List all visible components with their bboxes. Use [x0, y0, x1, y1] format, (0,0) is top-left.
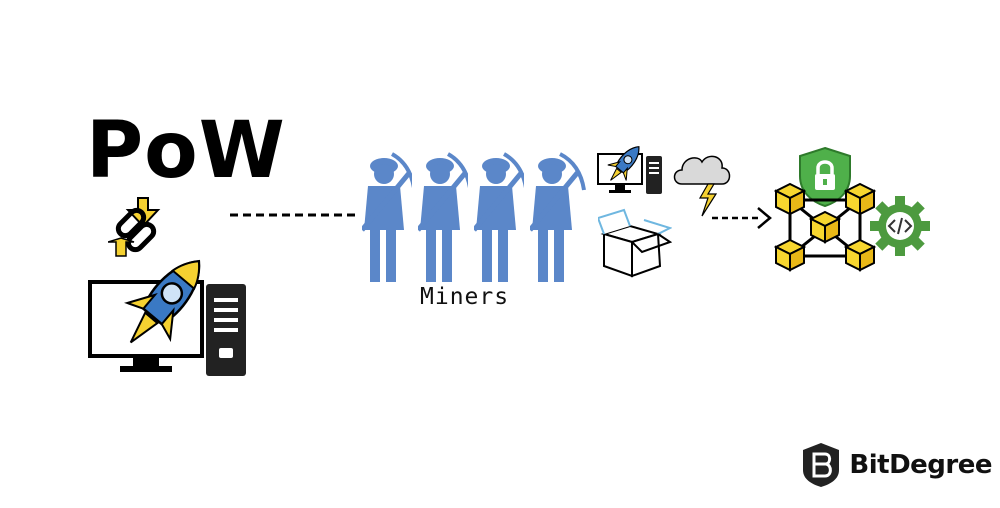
open-box-icon	[598, 208, 672, 278]
brand-logo: BitDegree	[801, 442, 992, 488]
bitdegree-logo-icon	[803, 443, 840, 487]
miner-icon	[362, 152, 412, 282]
code-gear-icon	[870, 196, 930, 256]
dashed-arrow-icon	[712, 207, 772, 229]
miner-icon	[418, 152, 468, 282]
dashed-connector	[230, 213, 358, 217]
shield-lock-icon	[799, 146, 851, 208]
brand-name: BitDegree	[849, 450, 992, 480]
miners-group	[362, 152, 586, 284]
chain-link-icon	[108, 197, 161, 257]
storm-cloud-icon	[673, 155, 731, 217]
blockchain-icon	[774, 182, 877, 272]
miner-icon	[530, 152, 586, 282]
small-computer-icon	[597, 146, 662, 194]
miners-label: Miners	[420, 284, 510, 310]
pow-title: PoW	[86, 106, 286, 196]
computer-rocket-icon	[88, 259, 246, 376]
miner-icon	[474, 152, 524, 282]
